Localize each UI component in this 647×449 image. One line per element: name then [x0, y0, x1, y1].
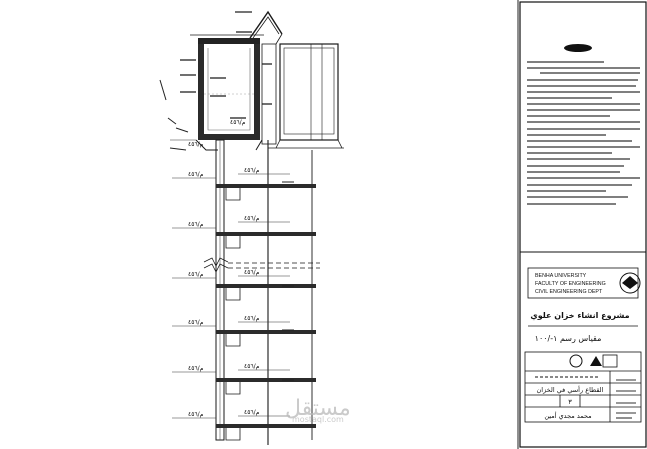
title-table-field-labels [616, 379, 636, 419]
level-label: م/٤٥٦ [244, 215, 260, 222]
title-table [524, 351, 642, 423]
level-label: م/٤٥٦ [188, 141, 204, 148]
sheet-number: ٣ [568, 398, 572, 406]
designer-name: محمد مجدي أمين [544, 411, 591, 420]
level-label: م/٤٥٦ [244, 363, 260, 370]
level-label: م/٤٥٦ [244, 269, 260, 276]
scale-label: مقياس رسم ١-/١٠٠ [535, 334, 602, 343]
general-notes-block [527, 44, 640, 205]
level-label: م/٤٥٦ [188, 319, 204, 326]
level-label: م/٤٥٦ [188, 271, 204, 278]
level-label: م/٤٥٦ [230, 119, 246, 126]
level-label: م/٤٥٦ [188, 411, 204, 418]
faculty-name: FACULTY OF ENGINEERING [535, 281, 606, 287]
level-label: م/٤٥٦ [244, 167, 260, 174]
level-label: م/٤٥٦ [188, 221, 204, 228]
stamp-icons [569, 354, 618, 368]
watermark: مستقل mostaql.com [285, 396, 351, 424]
university-logo-block [527, 267, 641, 299]
project-title: مشروع انشاء خزان علوي [530, 311, 629, 320]
level-label: م/٤٥٦ [244, 409, 260, 416]
tank-section [159, 10, 344, 445]
level-label: م/٤٥٦ [188, 171, 204, 178]
level-labels: م/٤٥٦ م/٤٥٦ م/٤٥٦ م/٤٥٦ م/٤٥٦ م/٤٥٦ م/٤٥… [188, 119, 260, 418]
watermark-arabic: مستقل [285, 396, 351, 421]
university-name: BENHA UNIVERSITY [535, 273, 587, 279]
watermark-latin: mostaql.com [292, 415, 344, 424]
level-label: م/٤٥٦ [244, 315, 260, 322]
drawing-name: القطاع رأسي في الخزان [537, 385, 604, 394]
level-label: م/٤٥٦ [188, 365, 204, 372]
department-name: CIVIL ENGINEERING DEPT [535, 289, 603, 295]
title-panel-border [519, 1, 647, 448]
